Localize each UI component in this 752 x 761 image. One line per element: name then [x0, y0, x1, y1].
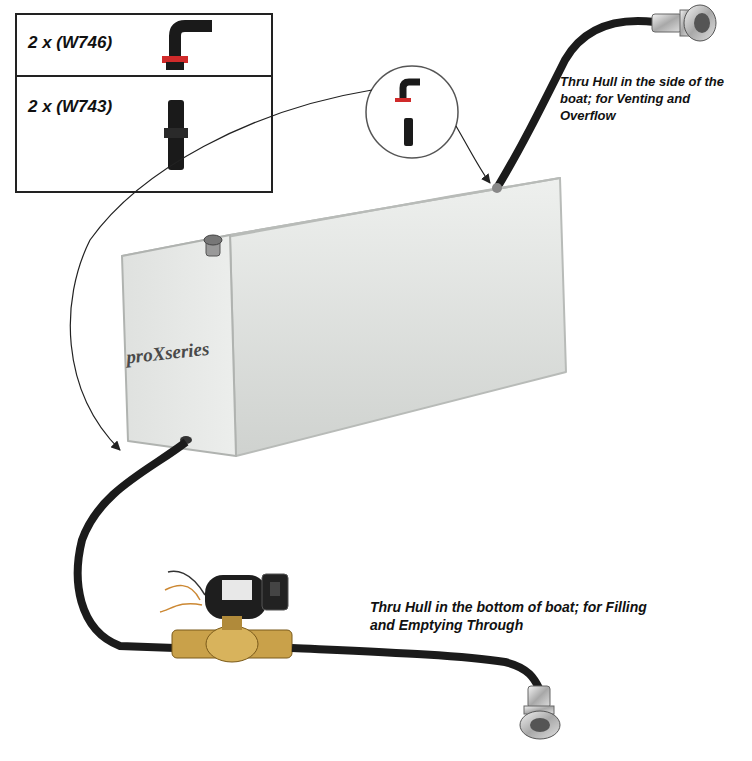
callout-note: Thru Hull in the bottom of boat; for Fil…	[370, 598, 660, 634]
fitting-callout	[70, 66, 490, 450]
side-thru-hull	[652, 5, 716, 41]
parts-inset	[16, 14, 272, 192]
callout-note: Thru Hull in the side of the boat; for V…	[560, 74, 746, 125]
part-quantity: 2 x (W743)	[28, 96, 158, 118]
ballast-bag	[122, 178, 566, 456]
bottom-thru-hull	[520, 686, 560, 739]
part-quantity: 2 x (W746)	[28, 32, 158, 54]
pump	[160, 571, 292, 662]
